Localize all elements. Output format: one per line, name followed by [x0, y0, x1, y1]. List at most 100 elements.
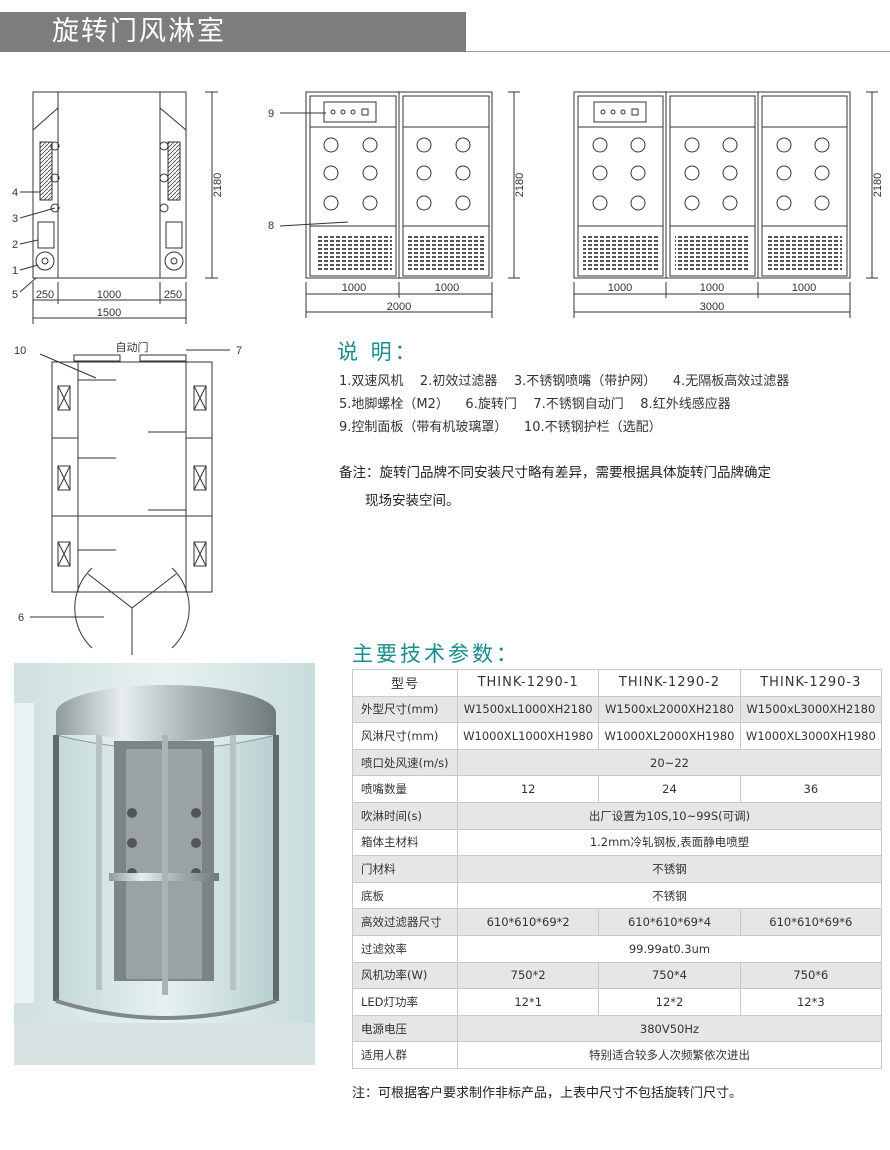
callout-6: 6	[18, 612, 24, 624]
spec-row-label: 吹淋时间(s)	[352, 801, 458, 830]
spec-row-value: W1500xL2000XH2180	[598, 695, 741, 724]
spec-row-value: 750*4	[598, 961, 741, 990]
legend-line-3: 9.控制面板（带有机玻璃罩） 10.不锈钢护栏（选配）	[339, 420, 662, 435]
spec-model-3: THINK-1290-3	[739, 669, 883, 697]
legend-heading: 说 明：	[337, 340, 419, 364]
spec-row-value: 24	[598, 775, 741, 803]
front2-height-label: 2180	[514, 173, 526, 197]
table-row: 吹淋时间(s)出厂设置为10S,10~99S(可调)	[352, 801, 882, 830]
legend-line-2: 5.地脚螺栓（M2） 6.旋转门 7.不锈钢自动门 8.红外线感应器	[339, 397, 731, 412]
spec-row-label: 喷嘴数量	[352, 775, 458, 803]
spec-row-value: 特别适合较多人次频繁依次进出	[457, 1041, 882, 1069]
spec-footnote: 注：可根据客户要求制作非标产品，上表中尺寸不包括旋转门尺寸。	[352, 1086, 743, 1101]
side-dim-right: 250	[164, 289, 182, 301]
front2-dim-total: 2000	[387, 301, 411, 313]
spec-model-label: 型号	[352, 669, 458, 697]
spec-row-label: 风淋尺寸(mm)	[352, 722, 458, 750]
callout-9: 9	[268, 108, 274, 120]
header-bar	[0, 12, 466, 52]
callout-7: 7	[236, 345, 242, 357]
spec-row-value: W1500xL1000XH2180	[456, 695, 600, 724]
spec-row-value: 20~22	[457, 748, 882, 777]
spec-row-value: W1000XL3000XH1980	[739, 722, 883, 750]
specs-heading: 主要技术参数：	[352, 642, 520, 666]
plan-door-label: 自动门	[116, 340, 149, 354]
callout-1: 1	[12, 265, 18, 277]
technical-drawings: 2180 250 1000 250 1500 4 3 2 1 5	[12, 91, 884, 655]
spec-row-label: 过滤效率	[352, 934, 458, 963]
spec-row-value: W1500xL3000XH2180	[739, 695, 883, 724]
front3-dim-2: 1000	[700, 282, 724, 294]
spec-row-value: 1.2mm冷轧钢板,表面静电喷塑	[457, 828, 882, 857]
spec-row-value: 不锈钢	[457, 855, 882, 883]
header-rule	[466, 51, 890, 52]
front3-dim-total: 3000	[700, 301, 724, 313]
spec-row-label: 喷口处风速(m/s)	[352, 748, 458, 777]
front3-dim-1: 1000	[608, 282, 632, 294]
front3-height-label: 2180	[872, 173, 884, 197]
front2-dim-2: 1000	[435, 282, 459, 294]
front3-dim-3: 1000	[792, 282, 816, 294]
spec-row-label: 风机功率(W)	[352, 961, 458, 990]
spec-row-label: 箱体主材料	[352, 828, 458, 857]
table-row: 适用人群特别适合较多人次频繁依次进出	[352, 1041, 882, 1069]
spec-row-value: 610*610*69*6	[739, 908, 883, 936]
callout-4: 4	[12, 187, 18, 199]
spec-row-value: 12*3	[739, 988, 883, 1016]
callout-5: 5	[12, 289, 18, 301]
spec-row-label: 外型尺寸(mm)	[352, 695, 458, 724]
spec-row-value: 12*1	[456, 988, 600, 1016]
front-view-3-module	[573, 91, 878, 318]
side-height-label: 2180	[212, 173, 224, 197]
spec-row-value: 610*610*69*2	[456, 908, 600, 936]
spec-model-1: THINK-1290-1	[456, 669, 600, 697]
spec-row-value: 99.99at0.3um	[457, 934, 882, 963]
table-row: 门材料不锈钢	[352, 855, 882, 883]
spec-row-label: 底板	[352, 881, 458, 910]
revolving-door-photo	[14, 663, 315, 1065]
spec-row-label: 门材料	[352, 855, 458, 883]
callout-10: 10	[14, 345, 26, 357]
spec-row-value: W1000XL2000XH1980	[598, 722, 741, 750]
side-dim-total: 1500	[97, 307, 121, 319]
spec-row-label: 高效过滤器尺寸	[352, 908, 458, 936]
legend-line-1: 1.双速风机 2.初效过滤器 3.不锈钢喷嘴（带护网） 4.无隔板高效过滤器	[339, 374, 790, 389]
spec-row-value: 12	[456, 775, 600, 803]
spec-row-value: 不锈钢	[457, 881, 882, 910]
spec-model-2: THINK-1290-2	[598, 669, 741, 697]
spec-row-value: W1000XL1000XH1980	[456, 722, 600, 750]
spec-row-value: 610*610*69*4	[598, 908, 741, 936]
callout-2: 2	[12, 239, 18, 251]
spec-row-label: 适用人群	[352, 1041, 458, 1069]
callout-8: 8	[268, 220, 274, 232]
plan-view-drawing	[30, 349, 230, 655]
spec-row-label: 电源电压	[352, 1014, 458, 1043]
spec-row-value: 750*6	[739, 961, 883, 990]
callout-3: 3	[12, 213, 18, 225]
front2-dim-1: 1000	[342, 282, 366, 294]
side-view-drawing	[19, 91, 218, 324]
spec-row-value: 380V50Hz	[457, 1014, 882, 1043]
remark-line-1: 备注：旋转门品牌不同安装尺寸略有差异，需要根据具体旋转门品牌确定	[339, 465, 771, 481]
side-dim-left: 250	[36, 289, 54, 301]
table-row: 底板不锈钢	[352, 881, 882, 910]
front-view-2-module	[279, 91, 520, 318]
spec-table: 型号 THINK-1290-1 THINK-1290-2 THINK-1290-…	[352, 669, 883, 1069]
table-row: 喷口处风速(m/s)20~22	[352, 748, 882, 777]
side-dim-mid: 1000	[97, 289, 121, 301]
page-title: 旋转门风淋室	[52, 16, 226, 47]
spec-row-value: 36	[739, 775, 883, 803]
spec-row-value: 12*2	[598, 988, 741, 1016]
spec-row-value: 750*2	[456, 961, 600, 990]
spec-header-row: 型号 THINK-1290-1 THINK-1290-2 THINK-1290-…	[352, 669, 883, 697]
spec-row-label: LED灯功率	[352, 988, 458, 1016]
